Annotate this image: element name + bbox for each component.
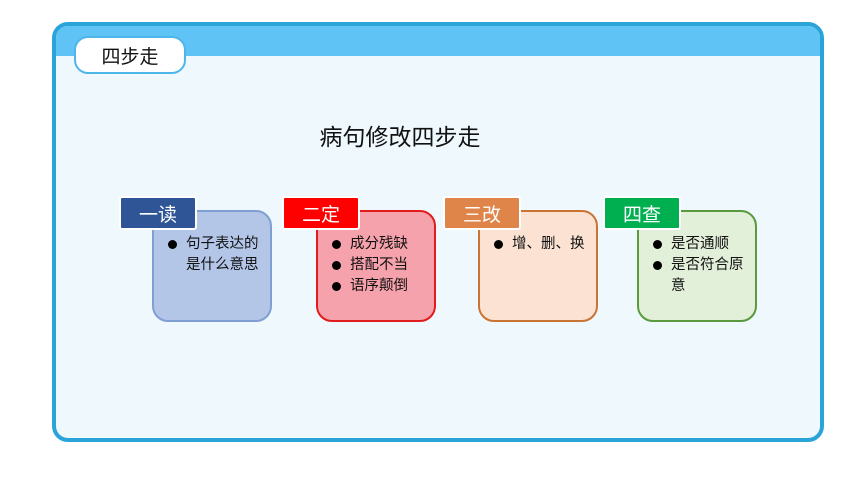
section-tab: 四步走: [74, 36, 186, 74]
step-card-revise: 增、删、换: [478, 210, 598, 322]
step-label-identify: 二定: [282, 196, 360, 230]
page-title: 病句修改四步走: [319, 125, 481, 151]
step-list: 增、删、换: [492, 234, 588, 255]
step-list: 成分残缺 搭配不当 语序颠倒: [330, 234, 426, 297]
step-list: 句子表达的是什么意思: [166, 234, 262, 276]
list-item: 语序颠倒: [330, 276, 426, 297]
step-card-read: 句子表达的是什么意思: [152, 210, 272, 322]
list-item: 成分残缺: [330, 234, 426, 255]
list-item: 是否通顺: [651, 234, 747, 255]
list-item: 是否符合原意: [651, 255, 747, 297]
step-list: 是否通顺 是否符合原意: [651, 234, 747, 297]
list-item: 句子表达的是什么意思: [166, 234, 262, 276]
step-label-revise: 三改: [443, 196, 521, 230]
list-item: 增、删、换: [492, 234, 588, 255]
list-item: 搭配不当: [330, 255, 426, 276]
step-label-check: 四查: [603, 196, 681, 230]
step-label-read: 一读: [119, 196, 197, 230]
section-tab-label: 四步走: [101, 45, 159, 68]
